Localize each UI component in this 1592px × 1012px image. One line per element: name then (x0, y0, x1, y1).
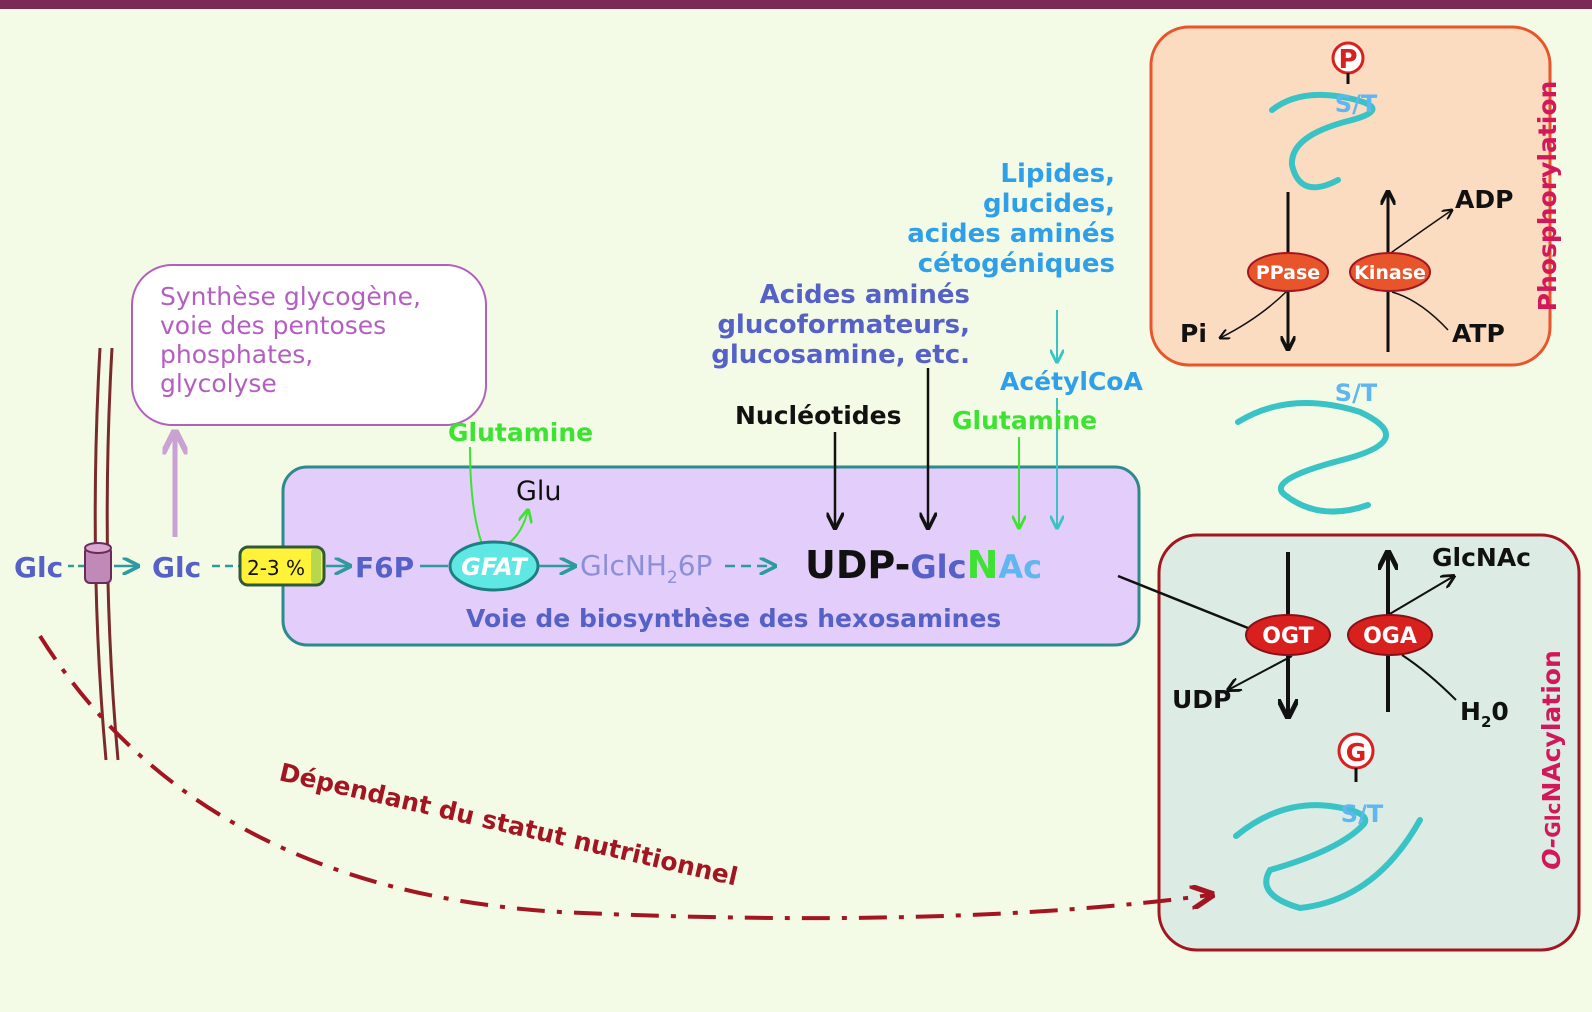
udp-glcnac-to-ogt-line (1117, 574, 1249, 630)
ogt-enzyme (1245, 614, 1331, 656)
acides-line-3: glucosamine, etc. (711, 340, 970, 370)
svg-text:glucosamine, etc.: glucosamine, etc. (711, 340, 970, 370)
h2o-to-oga-line (1401, 654, 1457, 701)
lipides-line-3: acides aminés (907, 219, 1115, 249)
percent-label: 2-3 % (247, 556, 305, 580)
atp-label: ATP (1452, 319, 1505, 348)
kinase-to-adp-arrow (1387, 210, 1452, 256)
svg-text:glucoformateurs,: glucoformateurs, (717, 310, 970, 340)
synthese-line-4: glycolyse (160, 369, 277, 398)
h2o-subscript: 2 (1481, 713, 1491, 731)
glutamine-label-2: Glutamine (952, 406, 1097, 435)
oga-label: OGA (1363, 624, 1417, 649)
synthese-text: Synthèse glycogène, voie des pentoses ph… (160, 282, 421, 398)
glc-part: Glc (910, 548, 966, 586)
ogt-to-udp-arrow (1228, 655, 1293, 690)
pi-label: Pi (1180, 319, 1207, 348)
ac-part: Ac (998, 548, 1042, 586)
protein-chain-top (1269, 91, 1376, 191)
lipides-line-1: Lipides, (1000, 159, 1115, 189)
kinase-enzyme (1349, 252, 1431, 292)
f6p-label: F6P (355, 551, 414, 584)
udp-glcnac-label: UDP-GlcNAc (805, 543, 1042, 587)
ppase-label: PPase (1256, 262, 1320, 284)
h2o-label: H20 (1460, 697, 1509, 731)
glutamine-label-1: Glutamine (448, 418, 593, 447)
st-bottom-label: S/T (1341, 800, 1384, 828)
synthese-box (131, 264, 487, 426)
lipides-text: Lipides, glucides, acides aminés cétogén… (907, 159, 1115, 279)
ppase-to-pi-arrow (1220, 289, 1289, 338)
glc-inside: Glc (152, 551, 201, 584)
udp-label: UDP (1172, 685, 1231, 714)
acides-line-2: glucoformateurs, (717, 310, 970, 340)
phosphate-symbol-label: P (1338, 45, 1357, 75)
atp-to-kinase-line (1391, 291, 1449, 331)
acetylcoa-label: AcétylCoA (1000, 367, 1143, 396)
synthese-line-3: phosphates, (160, 340, 313, 369)
ppase-enzyme (1247, 252, 1329, 292)
adp-label: ADP (1455, 185, 1513, 214)
udp-part: UDP- (805, 543, 910, 587)
glcnh2-6p-label: GlcNH26P (580, 549, 712, 588)
percent-battery: 2-3 % (238, 545, 326, 587)
svg-text:Acides aminés: Acides aminés (760, 280, 970, 310)
synthese-line-2: voie des pentoses (160, 311, 386, 340)
svg-text:glycolyse: glycolyse (160, 369, 277, 398)
nucleotides-label: Nucléotides (735, 401, 902, 430)
glcnh2-part-a: GlcNH (580, 549, 667, 582)
lipides-line-4: cétogéniques (918, 249, 1115, 279)
protein-chain-bottom (1233, 802, 1423, 912)
oglc-part-a: O- (1537, 838, 1566, 870)
dependant-label: Dépendant du statut nutritionnel (277, 758, 741, 892)
svg-text:Synthèse glycogène,: Synthèse glycogène, (160, 282, 421, 311)
glutamine-to-gfat-line (469, 446, 483, 545)
svg-text:voie des pentoses: voie des pentoses (160, 311, 386, 340)
st-top-label: S/T (1335, 90, 1378, 118)
glcnac-symbol-label: G (1346, 738, 1367, 767)
lipides-line-2: glucides, (983, 189, 1115, 219)
h2o-part-a: H (1460, 697, 1481, 726)
nutritional-status-arrow (38, 634, 1210, 921)
svg-text:acides aminés: acides aminés (907, 219, 1115, 249)
glcnac-label: GlcNAc (1432, 543, 1531, 572)
glc-outside: Glc (14, 551, 63, 584)
top-bar (0, 0, 1592, 9)
oglcnacylation-label: O-GlcNAcylation (1537, 650, 1566, 870)
hbp-title: Voie de biosynthèse des hexosamines (466, 604, 1001, 633)
svg-text:phosphates,: phosphates, (160, 340, 313, 369)
acides-line-1: Acides aminés (760, 280, 970, 310)
protein-chain-middle (1235, 400, 1390, 515)
kinase-label: Kinase (1354, 262, 1426, 284)
svg-text:glucides,: glucides, (983, 189, 1115, 219)
glcnh2-part-b: 6P (678, 549, 713, 582)
svg-text:cétogéniques: cétogéniques (918, 249, 1115, 279)
synthese-line-1: Synthèse glycogène, (160, 282, 421, 311)
gfat-enzyme (448, 540, 540, 592)
oglc-part-c: NAcylation (1537, 650, 1566, 802)
oga-enzyme (1347, 614, 1433, 656)
phosphorylation-label: Phosphorylation (1533, 81, 1562, 312)
oglc-part-b: Glc (1541, 803, 1565, 838)
gfat-label: GFAT (461, 553, 528, 581)
glucose-transporter (84, 542, 112, 584)
glu-label: Glu (516, 476, 562, 507)
glcnh2-subscript: 2 (667, 568, 678, 588)
svg-text:Lipides,: Lipides, (1000, 159, 1115, 189)
ogt-label: OGT (1262, 624, 1313, 649)
h2o-part-b: 0 (1491, 697, 1508, 726)
oga-to-glcnac-arrow (1387, 576, 1454, 616)
acides-amines-text: Acides aminés glucoformateurs, glucosami… (711, 280, 970, 370)
st-mid-label: S/T (1335, 379, 1378, 407)
n-part: N (967, 543, 999, 587)
